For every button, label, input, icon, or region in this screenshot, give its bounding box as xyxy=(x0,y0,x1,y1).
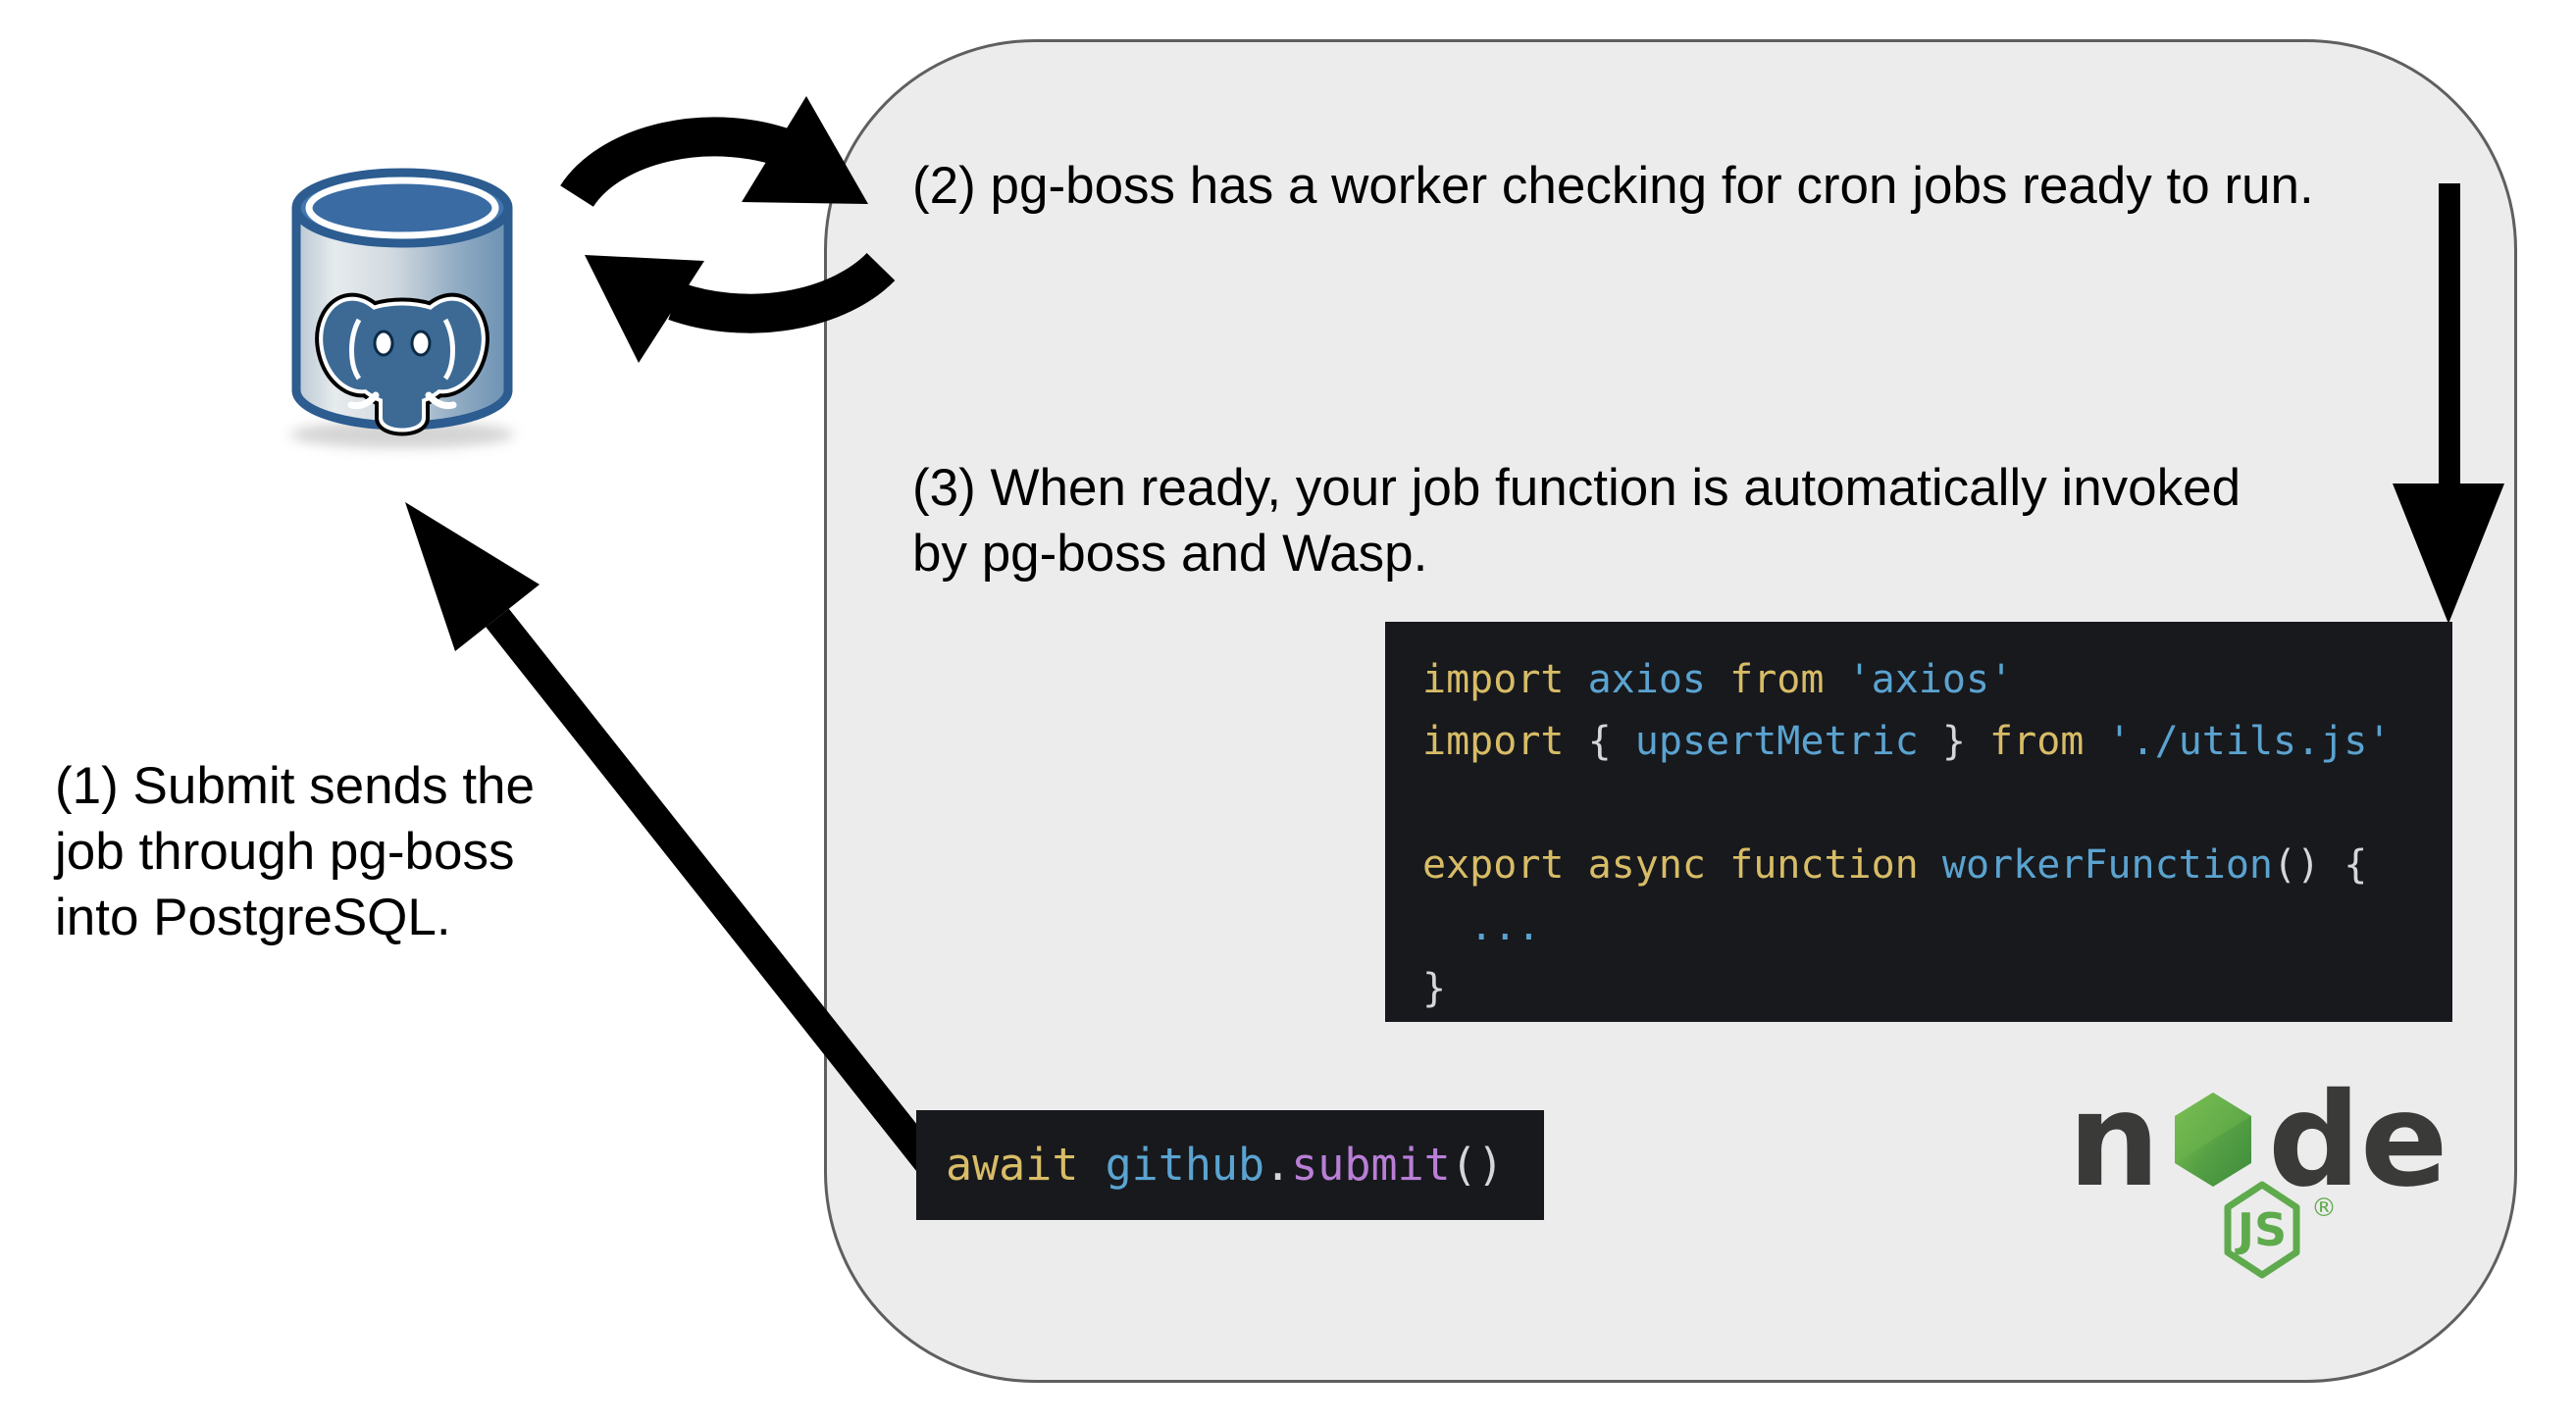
node-registered-mark: ® xyxy=(2311,1194,2337,1223)
sync-cycle-arrows-icon xyxy=(560,96,896,363)
code-token: import xyxy=(1422,657,1565,702)
code-token xyxy=(1706,657,1729,702)
code-token: async xyxy=(1587,842,1707,888)
code-token: from xyxy=(1989,719,2085,764)
code-token: import xyxy=(1422,719,1565,764)
code-token xyxy=(1078,1139,1105,1191)
node-js-badge-text: JS xyxy=(2235,1203,2287,1256)
step1-line1: (1) Submit sends the xyxy=(55,757,536,815)
submit-code-block: await github.submit() xyxy=(916,1110,1544,1220)
node-word-e: e xyxy=(2360,1065,2448,1216)
code-token xyxy=(1612,719,1635,764)
code-line: } xyxy=(1422,958,2452,1020)
code-token xyxy=(1824,657,1847,702)
code-token: function xyxy=(1729,842,1919,888)
submit-up-left-arrow xyxy=(405,502,944,1177)
code-token: './utils.js' xyxy=(2107,719,2392,764)
code-token: 'axios' xyxy=(1847,657,2014,702)
node-js-badge-hexagon xyxy=(2224,1181,2300,1279)
step3-annotation: (3) When ready, your job function is aut… xyxy=(912,455,2364,586)
code-token: submit xyxy=(1291,1139,1451,1191)
down-arrow xyxy=(2393,183,2504,624)
nodejs-logo: n d e JS ® xyxy=(2068,1065,2448,1279)
worker-code-block: import axios from 'axios'import { upsert… xyxy=(1385,622,2452,1022)
code-token xyxy=(2084,719,2107,764)
code-token xyxy=(1919,842,1942,888)
code-token: { xyxy=(1587,719,1612,764)
code-token: } xyxy=(1422,966,1447,1011)
code-token: . xyxy=(1264,1139,1292,1191)
code-token: } xyxy=(1941,719,1966,764)
step2-annotation: (2) pg-boss has a worker checking for cr… xyxy=(912,157,2314,215)
step1-annotation: (1) Submit sends the job through pg-boss… xyxy=(55,753,663,950)
code-line xyxy=(1422,773,2452,835)
node-word-n: n xyxy=(2068,1065,2160,1216)
code-token: from xyxy=(1729,657,1825,702)
code-token xyxy=(1706,842,1729,888)
node-word-d: d xyxy=(2268,1065,2361,1216)
step3-line1: (3) When ready, your job function is aut… xyxy=(912,459,2241,517)
code-token xyxy=(1565,719,1588,764)
step3-line2: by pg-boss and Wasp. xyxy=(912,525,1428,583)
code-token: upsertMetric xyxy=(1634,719,1919,764)
code-token: () xyxy=(1450,1139,1504,1191)
code-token: axios xyxy=(1587,657,1707,702)
code-token: github xyxy=(1105,1139,1265,1191)
code-token xyxy=(1919,719,1942,764)
postgres-elephant-icon xyxy=(314,293,490,428)
step1-line3: into PostgreSQL. xyxy=(55,889,451,946)
code-token xyxy=(1565,842,1588,888)
code-token xyxy=(1966,719,1989,764)
code-token: await xyxy=(946,1139,1079,1191)
code-line: import { upsertMetric } from './utils.js… xyxy=(1422,711,2452,773)
code-line: import axios from 'axios' xyxy=(1422,649,2452,711)
code-token: ... xyxy=(1422,904,1541,949)
code-token: export xyxy=(1422,842,1565,888)
code-token: () { xyxy=(2273,842,2368,888)
code-line: export async function workerFunction() { xyxy=(1422,835,2452,896)
step1-line2: job through pg-boss xyxy=(55,823,515,881)
code-line: ... xyxy=(1422,896,2452,958)
code-token xyxy=(1565,657,1588,702)
code-token: workerFunction xyxy=(1941,842,2274,888)
postgresql-database-logo xyxy=(290,168,514,448)
